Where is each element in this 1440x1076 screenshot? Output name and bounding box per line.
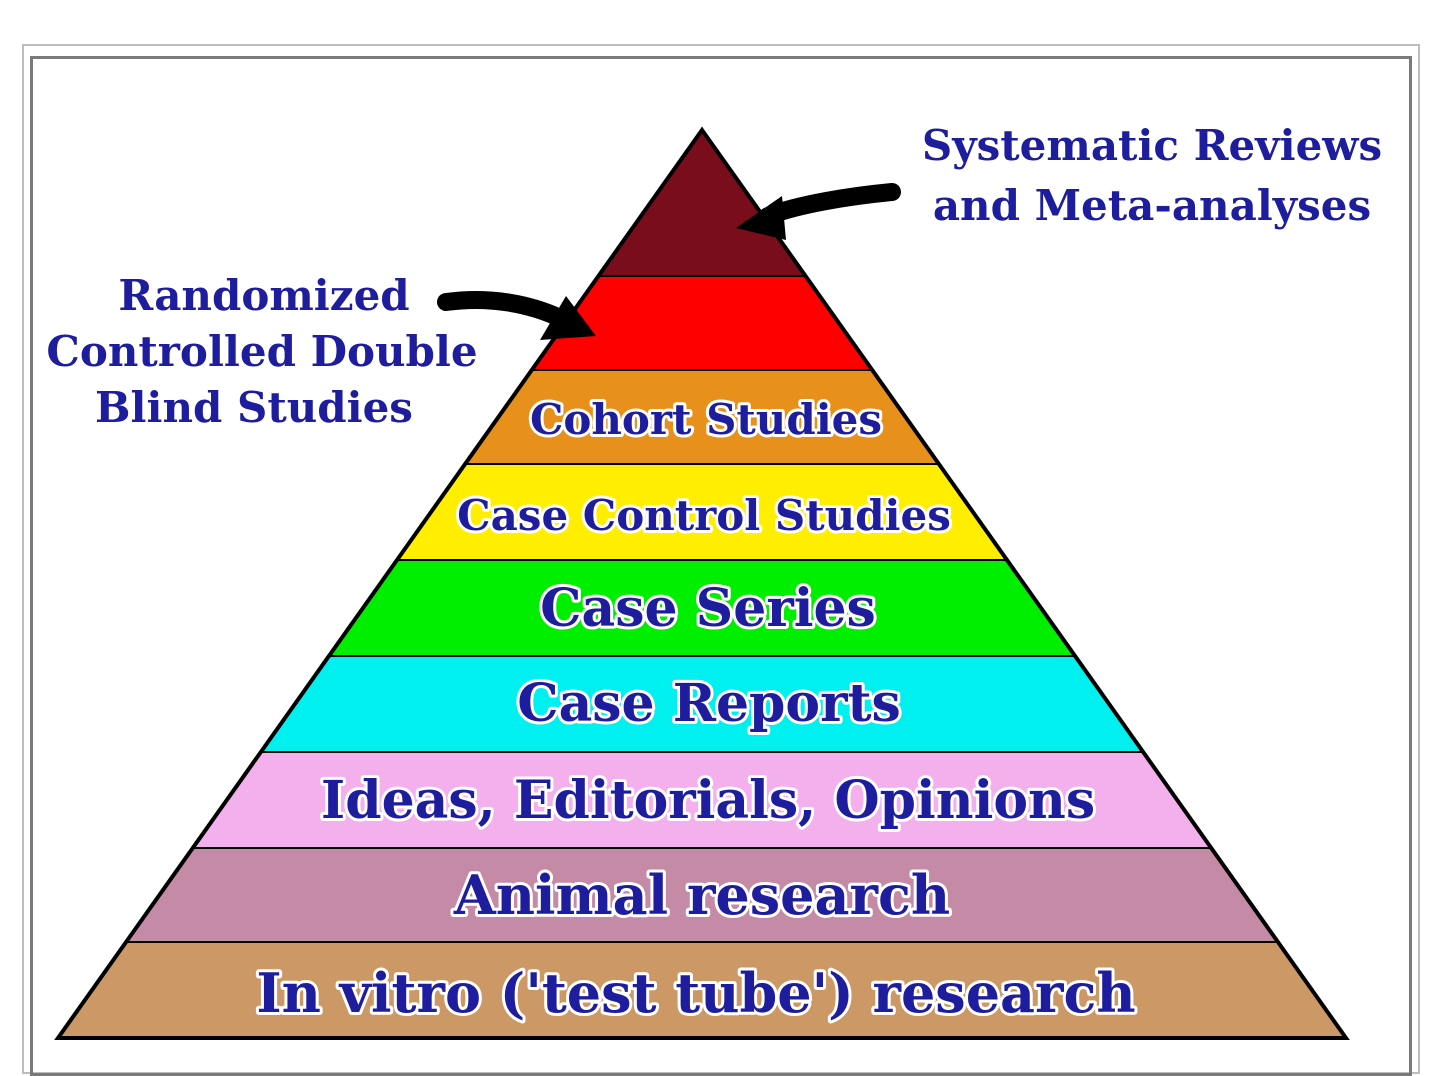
- tier-ideas-editorials-opinions: [58, 752, 1346, 848]
- tier-label-cohort-studies: Cohort Studies: [530, 395, 882, 444]
- tier-label-case-series: Case Series: [540, 578, 876, 639]
- tier-label-case-reports: Case Reports: [517, 673, 901, 734]
- tier-label-ideas-editorials-opinions: Ideas, Editorials, Opinions: [321, 770, 1095, 831]
- arrow-to-systematic-reviews: [736, 183, 901, 240]
- pyramid-tier-dividers: [126, 275, 1278, 943]
- tier-label-case-control-studies: Case Control Studies: [457, 491, 951, 540]
- callout-systematic-reviews-line1: Systematic Reviews: [922, 121, 1382, 170]
- callout-rct-line1: Randomized: [118, 271, 409, 320]
- callout-systematic-reviews-line2: and Meta-analyses: [933, 181, 1371, 230]
- tier-animal-research: [58, 848, 1346, 942]
- tier-label-animal-research: Animal research: [453, 863, 950, 927]
- arrow-to-randomized-controlled: [437, 291, 596, 340]
- pyramid-outline: [54, 126, 1350, 1040]
- callout-rct-line2: Controlled Double: [46, 327, 477, 376]
- tier-label-in-vitro-research: In vitro ('test tube') research: [256, 961, 1135, 1025]
- tier-in-vitro-research: [58, 942, 1346, 1038]
- callout-rct-line3: Blind Studies: [95, 383, 413, 432]
